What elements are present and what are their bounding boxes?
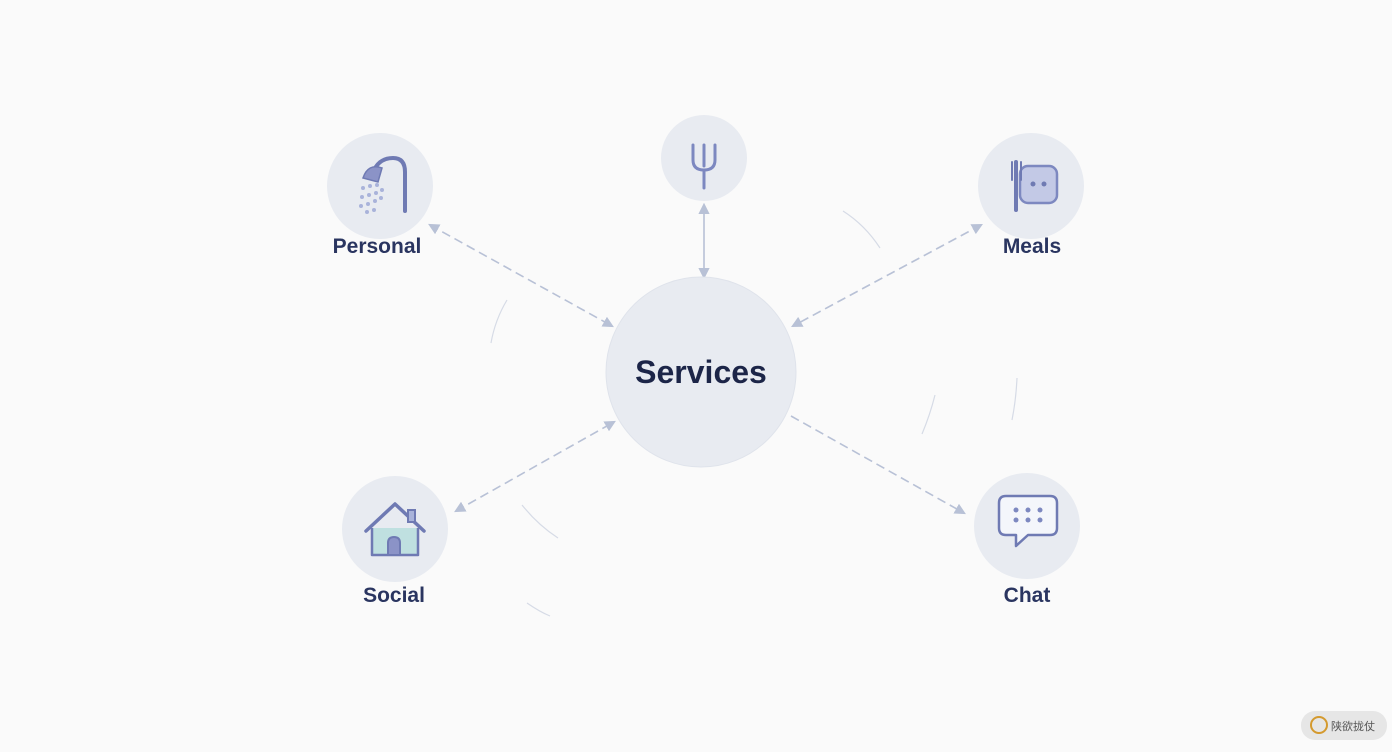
meal-tray-icon — [1011, 160, 1059, 212]
node-label-chat: Chat — [1004, 584, 1051, 607]
center-node[interactable]: Services — [605, 276, 797, 468]
chat-bubble-icon — [997, 494, 1059, 548]
connector-personal — [428, 223, 614, 328]
house-icon — [364, 502, 426, 557]
connector-social — [454, 420, 616, 513]
fork-icon — [691, 143, 717, 190]
connector-chat — [790, 415, 966, 515]
watermark: 陕欲拢仗 — [1301, 711, 1387, 740]
node-personal[interactable]: Personal — [327, 133, 433, 258]
connector-meals — [791, 223, 983, 328]
node-fork[interactable] — [661, 115, 747, 201]
node-label-personal: Personal — [333, 235, 422, 258]
connectors — [428, 202, 983, 515]
shower-icon — [359, 155, 407, 214]
node-label-meals: Meals — [1003, 235, 1061, 258]
watermark-text: 陕欲拢仗 — [1331, 719, 1375, 733]
node-meals[interactable]: Meals — [978, 133, 1084, 258]
node-label-social: Social — [363, 584, 425, 607]
node-chat[interactable]: Chat — [974, 473, 1080, 607]
center-label: Services — [635, 354, 767, 390]
node-social[interactable]: Social — [342, 476, 448, 607]
